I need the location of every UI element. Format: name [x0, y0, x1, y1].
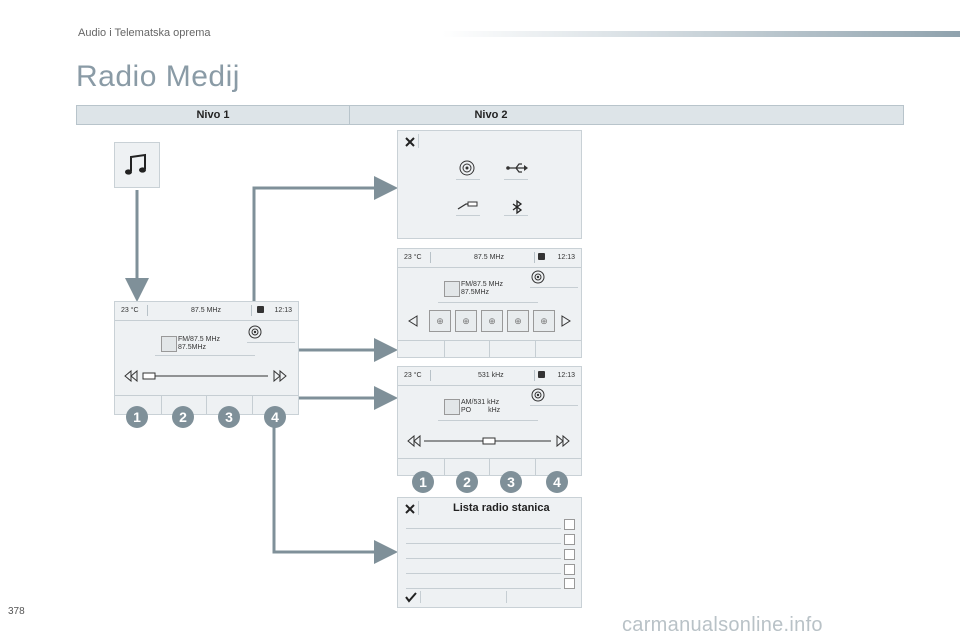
usb-icon[interactable]	[506, 161, 528, 175]
fm-radio-screen-level1: 23 °C 87.5 MHz 12:13 FM/87.5 MHz 87.5MHz	[114, 301, 299, 415]
callout-4: 4	[264, 406, 286, 428]
preset-button-5[interactable]: ⊕	[533, 310, 555, 332]
aux-jack-icon[interactable]	[456, 201, 478, 213]
antenna-icon	[161, 336, 177, 352]
callout-3: 3	[218, 406, 240, 428]
level-header-bar: Nivo 1 Nivo 2	[76, 105, 904, 125]
station-name: AM/531 kHz	[461, 399, 500, 406]
radio-source-icon[interactable]	[530, 269, 546, 285]
frequency: 87.5 MHz	[474, 254, 504, 261]
confirm-check-icon[interactable]	[404, 591, 418, 603]
level-2-label: Nivo 2	[474, 109, 508, 121]
station-name: FM/87.5 MHz	[178, 336, 221, 343]
phone-icon	[257, 306, 264, 313]
preset-button-1[interactable]: ⊕	[429, 310, 451, 332]
temperature: 23 °C	[404, 372, 422, 379]
station-name: FM/87.5 MHz	[461, 281, 504, 288]
page-number: 378	[8, 606, 25, 617]
arrow-source-menu	[252, 176, 398, 322]
station-list-title: Lista radio stanica	[453, 502, 550, 514]
temperature: 23 °C	[121, 307, 139, 314]
tuning-slider[interactable]	[398, 429, 581, 453]
tuning-slider[interactable]	[115, 364, 298, 388]
callout-1: 1	[412, 471, 434, 493]
station-frequency: 87.5MHz	[178, 344, 207, 351]
page-title: Radio Medij	[76, 60, 240, 93]
station-frequency: 87.5MHz	[461, 289, 490, 296]
header-rule	[442, 31, 960, 37]
next-arrow-icon[interactable]	[559, 314, 573, 328]
clock: 12:13	[274, 307, 292, 314]
fm-presets-screen: 23 °C 87.5 MHz 12:13 FM/87.5 MHz 87.5MHz…	[397, 248, 582, 358]
list-row-checkbox[interactable]	[564, 534, 575, 545]
station-unit: kHz	[488, 407, 501, 414]
music-note-icon	[125, 153, 146, 175]
music-source-tile[interactable]	[114, 142, 160, 188]
arrow-station-list	[272, 426, 398, 564]
radio-source-icon[interactable]	[530, 387, 546, 403]
previous-arrow-icon[interactable]	[406, 314, 420, 328]
close-icon[interactable]	[403, 135, 417, 149]
preset-button-3[interactable]: ⊕	[481, 310, 503, 332]
callout-1: 1	[126, 406, 148, 428]
preset-button-4[interactable]: ⊕	[507, 310, 529, 332]
level-1-label: Nivo 1	[77, 106, 350, 124]
callout-2: 2	[172, 406, 194, 428]
station-list-screen: Lista radio stanica	[397, 497, 582, 608]
list-row-checkbox[interactable]	[564, 564, 575, 575]
list-row-checkbox[interactable]	[564, 519, 575, 530]
watermark: carmanualsonline.info	[622, 614, 823, 636]
preset-button-2[interactable]: ⊕	[455, 310, 477, 332]
list-row-checkbox[interactable]	[564, 549, 575, 560]
phone-icon	[538, 253, 545, 260]
section-header: Audio i Telematska oprema	[78, 27, 211, 39]
clock: 12:13	[557, 372, 575, 379]
am-radio-screen: 23 °C 531 kHz 12:13 AM/531 kHz PO kHz	[397, 366, 582, 476]
radio-source-icon[interactable]	[247, 324, 263, 340]
bluetooth-icon[interactable]	[510, 199, 524, 215]
temperature: 23 °C	[404, 254, 422, 261]
clock: 12:13	[557, 254, 575, 261]
phone-icon	[538, 371, 545, 378]
callout-3: 3	[500, 471, 522, 493]
close-icon[interactable]	[403, 502, 417, 516]
frequency: 87.5 MHz	[191, 307, 221, 314]
callout-2: 2	[456, 471, 478, 493]
radio-source-icon[interactable]	[458, 159, 476, 177]
source-selection-screen	[397, 130, 582, 239]
list-row-checkbox[interactable]	[564, 578, 575, 589]
frequency: 531 kHz	[478, 372, 504, 379]
antenna-icon	[444, 281, 460, 297]
antenna-icon	[444, 399, 460, 415]
callout-4: 4	[546, 471, 568, 493]
waveband: PO	[461, 407, 472, 414]
